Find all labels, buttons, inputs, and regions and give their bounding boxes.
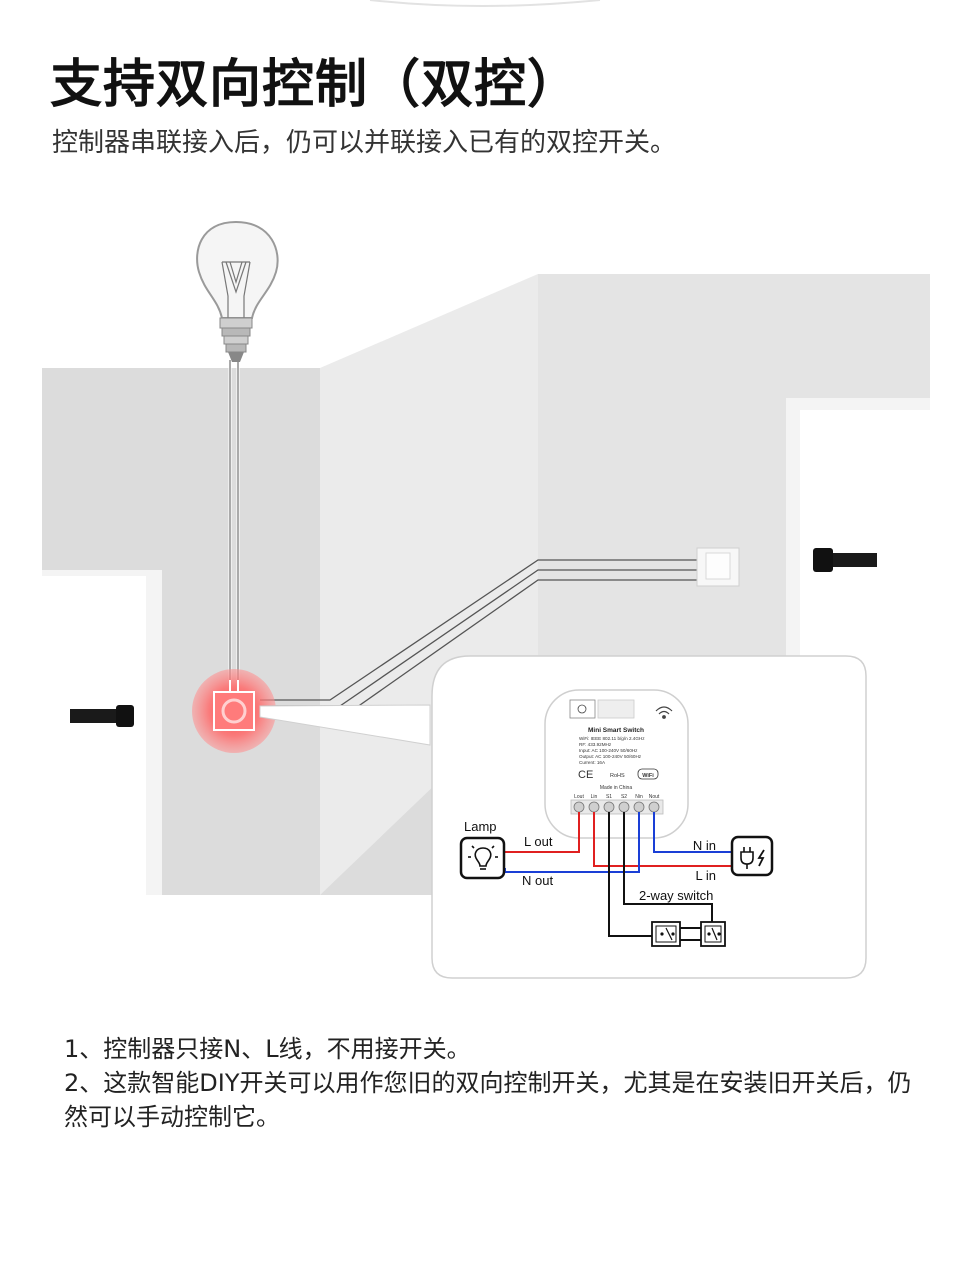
wall-switch — [696, 547, 740, 587]
terminal-label-lout: Lout — [574, 794, 584, 800]
ce-mark: CE — [578, 769, 593, 781]
terminal-label-s2: S2 — [621, 794, 627, 800]
l-out-label: L out — [524, 834, 553, 849]
lamp-box — [459, 836, 506, 880]
ceiling-wires — [228, 360, 240, 680]
bulb-icon — [468, 845, 498, 870]
sun-icon — [577, 704, 587, 714]
two-way-switch-label: 2-way switch — [639, 888, 713, 903]
rohs-mark: RoHS — [610, 773, 625, 779]
two-way-switch-icon — [700, 921, 726, 947]
page-title: 支持双向控制（双控） — [50, 55, 581, 115]
terminal-label-nin: Nin — [635, 794, 643, 800]
right-door — [786, 398, 930, 660]
feature-notes: 1、控制器只接N、L线，不用接开关。 2、这款智能DIY开关可以用作您旧的双向控… — [64, 1032, 934, 1134]
note-1: 1、控制器只接N、L线，不用接开关。 — [64, 1035, 471, 1063]
page-subtitle: 控制器串联接入后，仍可以并联接入已有的双控开关。 — [52, 128, 677, 158]
terminal-label-lin: Lin — [591, 794, 598, 800]
wifi-icon — [655, 706, 673, 719]
left-door — [42, 570, 162, 895]
device-spec-2: RF: 433.92MHz — [579, 742, 612, 747]
wall-box-highlight — [192, 669, 276, 753]
device-spec-3: Input: AC 100-240V 50/60Hz — [579, 748, 638, 753]
wiring-lines — [504, 812, 732, 941]
terminal-label-nout: Nout — [649, 794, 660, 800]
lamp-label: Lamp — [464, 819, 497, 834]
plug-icon — [740, 847, 765, 869]
device-spec-5: Current: 16A — [579, 760, 606, 765]
two-way-switch-icon — [651, 921, 681, 947]
device-name: Mini Smart Switch — [588, 727, 644, 734]
light-bulb-icon — [196, 220, 279, 362]
reset-button — [597, 699, 635, 719]
note-2: 2、这款智能DIY开关可以用作您旧的双向控制开关，尤其是在安装旧开关后，仍然可以… — [64, 1069, 912, 1131]
n-in-label: N in — [693, 838, 716, 853]
power-source-box — [730, 835, 774, 877]
device-spec-4: Output: AC 100-240V 50/60Hz — [579, 754, 642, 759]
l-in-label: L in — [696, 868, 716, 883]
top-arc — [369, 0, 601, 7]
smart-switch-module: Mini Smart Switch WiFi: IEEE 802.11 b/g/… — [544, 689, 689, 839]
terminal-label-s1: S1 — [606, 794, 612, 800]
n-out-label: N out — [522, 873, 553, 888]
wifi-badge: WiFi — [642, 773, 654, 779]
origin-label: Made in China — [600, 785, 632, 791]
device-spec-1: WiFi: IEEE 802.11 b/g/n 2.4GHz — [579, 736, 645, 741]
